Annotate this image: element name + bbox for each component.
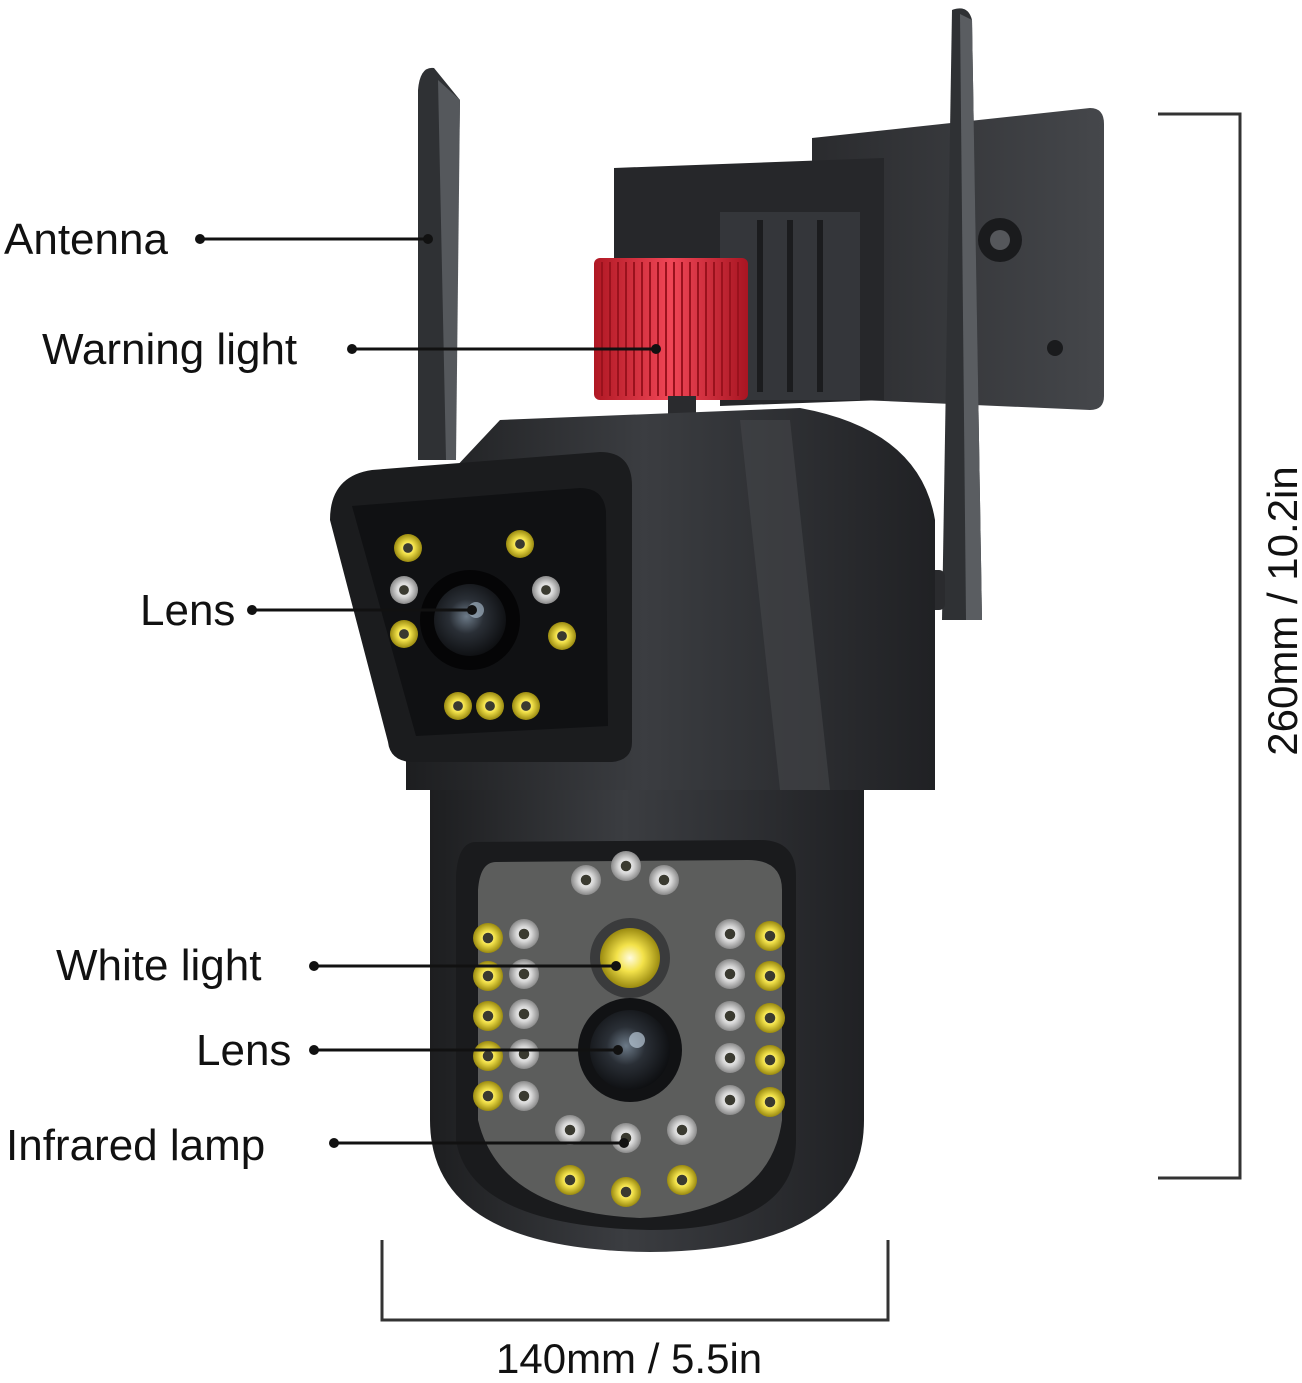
leader-lines — [200, 237, 656, 1145]
lower-led — [611, 1123, 641, 1153]
lower-led — [715, 959, 745, 989]
warning-light — [594, 258, 748, 424]
lower-led — [555, 1115, 585, 1145]
callout-lens-lower: Lens — [196, 1026, 292, 1075]
lower-led — [755, 1087, 785, 1117]
lower-led — [667, 1115, 697, 1145]
antenna-left — [418, 67, 460, 460]
upper-led — [390, 620, 418, 648]
upper-led — [532, 576, 560, 604]
leader-dots — [195, 234, 661, 1148]
lower-led — [715, 919, 745, 949]
lower-led — [473, 923, 503, 953]
width-dimension-line — [380, 1240, 890, 1322]
callout-white-light: White light — [56, 941, 262, 990]
lower-led — [755, 1045, 785, 1075]
lower-led — [755, 921, 785, 951]
lower-led — [509, 959, 539, 989]
lower-led — [715, 1043, 745, 1073]
upper-led — [512, 692, 540, 720]
height-dimension-line — [1158, 112, 1242, 1180]
width-dimension-label: 140mm / 5.5in — [496, 1335, 763, 1382]
lower-led — [715, 1001, 745, 1031]
lower-led — [667, 1165, 697, 1195]
lower-led — [611, 851, 641, 881]
height-dimension-label: 260mm / 10.2in — [1259, 466, 1302, 756]
lower-led — [509, 1081, 539, 1111]
lower-led — [611, 1177, 641, 1207]
lower-led — [473, 1001, 503, 1031]
upper-led — [476, 692, 504, 720]
upper-led — [390, 576, 418, 604]
callout-warning-light: Warning light — [42, 325, 298, 374]
upper-led — [548, 622, 576, 650]
upper-led — [394, 534, 422, 562]
lower-led — [473, 1081, 503, 1111]
lower-led — [509, 919, 539, 949]
lower-led — [715, 1085, 745, 1115]
lower-led — [509, 1039, 539, 1069]
lower-led — [473, 1041, 503, 1071]
lower-led — [755, 1003, 785, 1033]
callout-infrared-lamp: Infrared lamp — [6, 1121, 266, 1170]
lower-led — [473, 961, 503, 991]
upper-led — [506, 530, 534, 558]
upper-led — [444, 692, 472, 720]
lower-led — [509, 999, 539, 1029]
callout-lens-upper: Lens — [140, 586, 236, 635]
lower-led — [649, 865, 679, 895]
lower-dome — [430, 790, 864, 1252]
callout-antenna: Antenna — [4, 215, 168, 264]
lower-led — [755, 961, 785, 991]
lower-led — [555, 1165, 585, 1195]
upper-camera-module — [330, 452, 632, 762]
lower-led — [571, 865, 601, 895]
